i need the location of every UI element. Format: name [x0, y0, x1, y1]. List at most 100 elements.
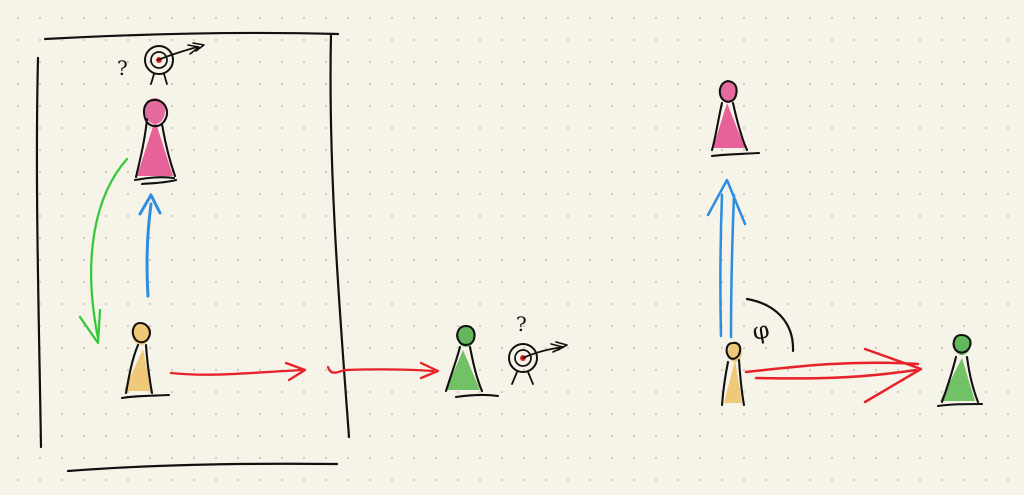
grid-dot	[676, 38, 680, 42]
grid-dot	[390, 434, 394, 438]
grid-dot	[500, 412, 504, 416]
grid-dot	[544, 346, 548, 350]
grid-dot	[368, 280, 372, 284]
grid-dot	[676, 236, 680, 240]
grid-dot	[368, 324, 372, 328]
grid-dot	[16, 82, 20, 86]
middle-target-arrow-shaft	[522, 346, 564, 359]
grid-dot	[566, 104, 570, 108]
grid-dot	[412, 280, 416, 284]
grid-dot	[742, 148, 746, 152]
grid-dot	[390, 38, 394, 42]
grid-dot	[324, 302, 328, 306]
grid-dot	[346, 60, 350, 64]
grid-dot	[742, 126, 746, 130]
middle-target	[508, 341, 568, 385]
grid-dot	[104, 346, 108, 350]
grid-dot	[808, 126, 812, 130]
grid-dot	[60, 302, 64, 306]
grid-dot	[258, 434, 262, 438]
grid-dot	[984, 324, 988, 328]
grid-dot	[192, 368, 196, 372]
angle-arc	[745, 297, 795, 353]
grid-dot	[148, 16, 152, 20]
grid-dot	[478, 258, 482, 262]
grid-dot	[918, 302, 922, 306]
grid-dot	[918, 456, 922, 460]
grid-dot	[104, 148, 108, 152]
grid-dot	[412, 390, 416, 394]
grid-dot	[500, 104, 504, 108]
grid-dot	[764, 82, 768, 86]
grid-dot	[940, 104, 944, 108]
grid-dot	[302, 148, 306, 152]
grid-dot	[38, 236, 42, 240]
grid-dot	[610, 456, 614, 460]
grid-dot	[412, 434, 416, 438]
grid-dot	[280, 60, 284, 64]
grid-dot	[544, 434, 548, 438]
grid-dot	[522, 390, 526, 394]
grid-dot	[544, 82, 548, 86]
grid-dot	[412, 258, 416, 262]
grid-dot	[1006, 390, 1010, 394]
grid-dot	[390, 346, 394, 350]
grid-dot	[346, 280, 350, 284]
grid-dot	[544, 456, 548, 460]
grid-dot	[676, 434, 680, 438]
grid-dot	[16, 60, 20, 64]
grid-dot	[808, 302, 812, 306]
grid-dot	[984, 434, 988, 438]
red-right-arrow-left-part	[169, 361, 307, 382]
grid-dot	[588, 280, 592, 284]
grid-dot	[500, 170, 504, 174]
grid-dot	[654, 324, 658, 328]
grid-dot	[368, 126, 372, 130]
grid-dot	[808, 324, 812, 328]
grid-dot	[434, 258, 438, 262]
grid-dot	[236, 192, 240, 196]
grid-dot	[720, 38, 724, 42]
grid-dot	[698, 346, 702, 350]
grid-dot	[962, 82, 966, 86]
grid-dot	[874, 434, 878, 438]
grid-dot	[764, 390, 768, 394]
grid-dot	[808, 434, 812, 438]
grid-dot	[764, 236, 768, 240]
grid-dot	[302, 82, 306, 86]
grid-dot	[192, 170, 196, 174]
grid-dot	[940, 148, 944, 152]
grid-dot	[82, 478, 86, 482]
grid-dot	[368, 104, 372, 108]
grid-dot	[786, 236, 790, 240]
grid-dot	[874, 104, 878, 108]
right-pink-figure	[710, 79, 761, 158]
grid-dot	[324, 280, 328, 284]
grid-dot	[522, 302, 526, 306]
grid-dot	[236, 16, 240, 20]
grid-dot	[632, 390, 636, 394]
grid-dot	[192, 302, 196, 306]
grid-dot	[852, 126, 856, 130]
grid-dot	[544, 104, 548, 108]
grid-dot	[258, 38, 262, 42]
grid-dot	[236, 456, 240, 460]
grid-dot	[654, 434, 658, 438]
grid-dot	[302, 104, 306, 108]
grid-dot	[478, 456, 482, 460]
right-yellow-outline	[720, 341, 746, 407]
grid-dot	[720, 170, 724, 174]
grid-dot	[478, 236, 482, 240]
grid-dot	[280, 16, 284, 20]
grid-dot	[720, 16, 724, 20]
grid-dot	[192, 236, 196, 240]
grid-dot	[434, 82, 438, 86]
grid-dot	[962, 456, 966, 460]
grid-dot	[742, 170, 746, 174]
grid-dot	[808, 236, 812, 240]
grid-dot	[412, 16, 416, 20]
grid-dot	[390, 60, 394, 64]
grid-dot	[82, 412, 86, 416]
grid-dot	[698, 324, 702, 328]
grid-dot	[82, 302, 86, 306]
